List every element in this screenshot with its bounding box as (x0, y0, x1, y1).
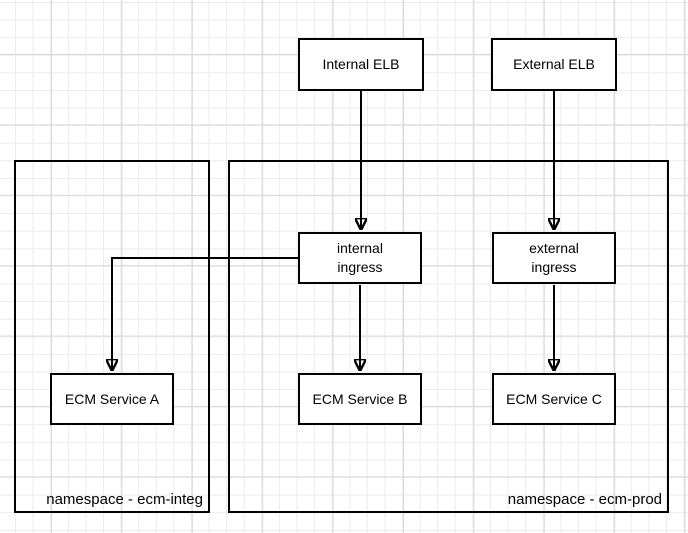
node-ecm-service-b[interactable]: ECM Service B (298, 373, 422, 425)
node-ecm-service-c[interactable]: ECM Service C (492, 373, 616, 425)
node-ecm-service-c-label: ECM Service C (506, 390, 602, 407)
node-external-ingress-label: external ingress (529, 240, 579, 275)
node-internal-elb[interactable]: Internal ELB (298, 38, 424, 91)
node-internal-elb-label: Internal ELB (322, 56, 400, 73)
node-external-ingress[interactable]: external ingress (492, 232, 616, 284)
node-external-elb-label: External ELB (513, 56, 595, 73)
container-namespace-ecm-prod[interactable]: namespace - ecm-prod (228, 160, 669, 513)
node-internal-ingress[interactable]: internal ingress (298, 232, 422, 284)
container-label-ecm-integ: namespace - ecm-integ (46, 490, 203, 508)
node-ecm-service-a-label: ECM Service A (64, 390, 160, 407)
node-ecm-service-b-label: ECM Service B (312, 390, 408, 407)
edge-internal-ingress-to-ecm-service-a[interactable] (112, 257, 298, 370)
container-namespace-ecm-integ[interactable]: namespace - ecm-integ (14, 160, 210, 513)
node-external-elb[interactable]: External ELB (491, 38, 617, 91)
container-label-ecm-prod: namespace - ecm-prod (507, 490, 662, 508)
node-internal-ingress-label: internal ingress (337, 240, 383, 275)
node-ecm-service-a[interactable]: ECM Service A (50, 373, 174, 425)
